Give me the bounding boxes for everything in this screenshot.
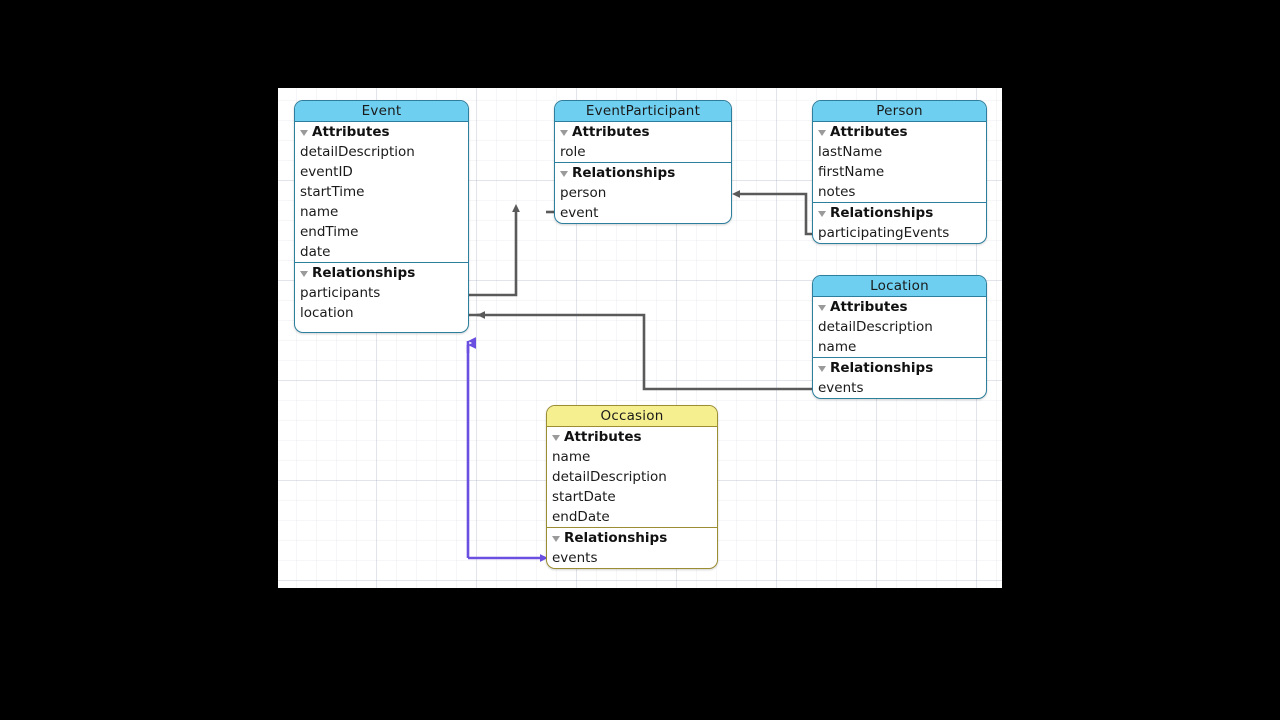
- entity-title: Event: [295, 101, 468, 122]
- chevron-down-icon[interactable]: [300, 129, 308, 136]
- attributes-group-header[interactable]: Attributes: [813, 122, 986, 142]
- connector-event-participants: [461, 204, 562, 299]
- attributes-section: Attributes name detailDescription startD…: [547, 427, 717, 528]
- group-label: Relationships: [830, 360, 934, 376]
- attributes-section: Attributes detailDescription eventID sta…: [295, 122, 468, 263]
- attribute-row[interactable]: startTime: [300, 184, 365, 200]
- relationships-section: Relationships participatingEvents: [813, 203, 986, 243]
- relationship-row[interactable]: location: [300, 305, 354, 321]
- group-label: Relationships: [312, 265, 416, 281]
- chevron-down-icon[interactable]: [560, 170, 568, 177]
- entity-person[interactable]: Person Attributes lastName firstName not…: [812, 100, 987, 244]
- connector-event-location: [461, 311, 822, 393]
- attribute-row[interactable]: endTime: [300, 224, 359, 240]
- chevron-down-icon[interactable]: [818, 304, 826, 311]
- entity-location[interactable]: Location Attributes detailDescription na…: [812, 275, 987, 399]
- group-label: Attributes: [564, 429, 642, 445]
- chevron-down-icon[interactable]: [818, 210, 826, 217]
- entity-title: Person: [813, 101, 986, 122]
- attribute-row[interactable]: name: [818, 339, 857, 355]
- group-label: Relationships: [564, 530, 668, 546]
- group-label: Relationships: [830, 205, 934, 221]
- entity-eventparticipant[interactable]: EventParticipant Attributes role Relatio…: [554, 100, 732, 224]
- attributes-group-header[interactable]: Attributes: [813, 297, 986, 317]
- connector-occasion-events: [466, 337, 548, 562]
- chevron-down-icon[interactable]: [552, 535, 560, 542]
- relationships-section: Relationships events: [547, 528, 717, 568]
- attribute-row[interactable]: notes: [818, 184, 856, 200]
- relationship-row[interactable]: person: [560, 185, 607, 201]
- attribute-row[interactable]: detailDescription: [300, 144, 415, 160]
- group-label: Attributes: [830, 124, 908, 140]
- relationships-group-header[interactable]: Relationships: [813, 203, 986, 223]
- relationships-group-header[interactable]: Relationships: [813, 358, 986, 378]
- attributes-group-header[interactable]: Attributes: [547, 427, 717, 447]
- group-label: Attributes: [572, 124, 650, 140]
- attribute-row[interactable]: endDate: [552, 509, 610, 525]
- attributes-group-header[interactable]: Attributes: [555, 122, 731, 142]
- chevron-down-icon[interactable]: [818, 129, 826, 136]
- entity-title: Location: [813, 276, 986, 297]
- relationship-row[interactable]: participants: [300, 285, 381, 301]
- relationship-row[interactable]: event: [560, 205, 599, 221]
- group-label: Relationships: [572, 165, 676, 181]
- attribute-row[interactable]: role: [560, 144, 586, 160]
- chevron-down-icon[interactable]: [300, 270, 308, 277]
- chevron-down-icon[interactable]: [818, 365, 826, 372]
- chevron-down-icon[interactable]: [552, 434, 560, 441]
- attribute-row[interactable]: eventID: [300, 164, 353, 180]
- relationships-group-header[interactable]: Relationships: [295, 263, 468, 283]
- entity-event[interactable]: Event Attributes detailDescription event…: [294, 100, 469, 333]
- attribute-row[interactable]: startDate: [552, 489, 616, 505]
- attribute-row[interactable]: name: [300, 204, 339, 220]
- attribute-row[interactable]: date: [300, 244, 331, 260]
- entity-occasion[interactable]: Occasion Attributes name detailDescripti…: [546, 405, 718, 569]
- relationships-group-header[interactable]: Relationships: [555, 163, 731, 183]
- attributes-section: Attributes lastName firstName notes: [813, 122, 986, 203]
- attribute-row[interactable]: lastName: [818, 144, 883, 160]
- attribute-row[interactable]: firstName: [818, 164, 885, 180]
- attribute-row[interactable]: detailDescription: [552, 469, 667, 485]
- diagram-canvas[interactable]: Event Attributes detailDescription event…: [278, 88, 1002, 588]
- relationships-section: Relationships person event: [555, 163, 731, 223]
- relationships-group-header[interactable]: Relationships: [547, 528, 717, 548]
- attributes-group-header[interactable]: Attributes: [295, 122, 468, 142]
- attribute-row[interactable]: detailDescription: [818, 319, 933, 335]
- attributes-section: Attributes detailDescription name: [813, 297, 986, 358]
- relationship-row-clipped[interactable]: [295, 323, 468, 332]
- connector-participant-person: [724, 190, 822, 238]
- chevron-down-icon[interactable]: [560, 129, 568, 136]
- relationship-row[interactable]: participatingEvents: [818, 225, 950, 241]
- relationship-row[interactable]: events: [818, 380, 864, 396]
- group-label: Attributes: [312, 124, 390, 140]
- attributes-section: Attributes role: [555, 122, 731, 163]
- relationship-row[interactable]: events: [552, 550, 598, 566]
- relationships-section: Relationships participants location: [295, 263, 468, 332]
- entity-title: Occasion: [547, 406, 717, 427]
- entity-title: EventParticipant: [555, 101, 731, 122]
- relationships-section: Relationships events: [813, 358, 986, 398]
- group-label: Attributes: [830, 299, 908, 315]
- attribute-row[interactable]: name: [552, 449, 591, 465]
